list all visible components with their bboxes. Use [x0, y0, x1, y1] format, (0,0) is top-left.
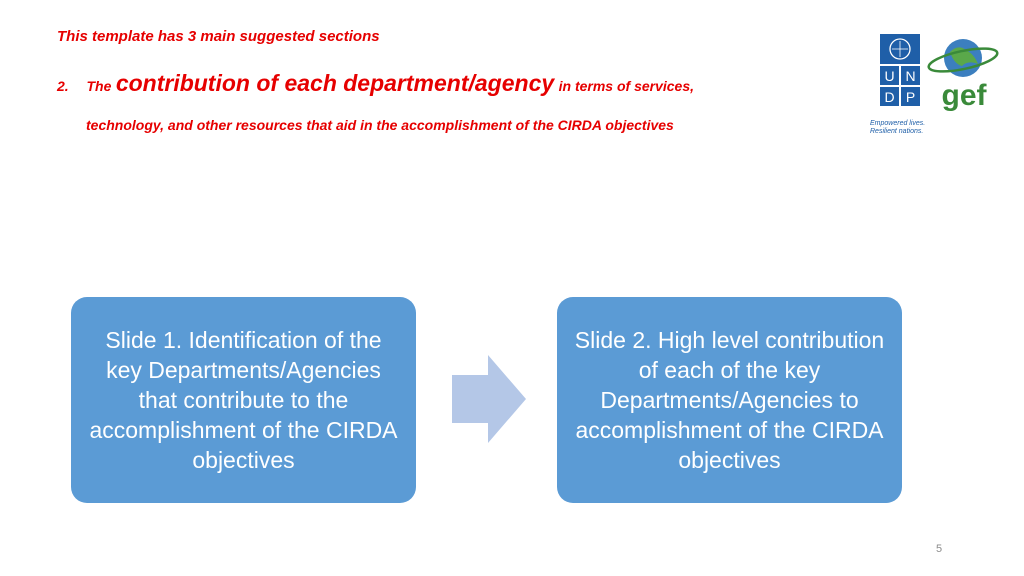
- flow-box-slide2: Slide 2. High level contribution of each…: [557, 297, 902, 503]
- flow-box-slide1: Slide 1. Identification of the key Depar…: [71, 297, 416, 503]
- gef-logo-icon: gef: [927, 39, 999, 112]
- section-suffix: in terms of services,: [558, 78, 695, 94]
- undp-tagline-line2: Resilient nations.: [870, 128, 924, 135]
- flow-box-slide2-text: Slide 2. High level contribution of each…: [574, 327, 885, 473]
- undp-letter-d: D: [884, 89, 894, 105]
- section-heading: 2. The contribution of each department/a…: [57, 70, 694, 97]
- undp-letter-p: P: [906, 89, 915, 105]
- section-heading-continued: technology, and other resources that aid…: [86, 117, 674, 133]
- section-prefix: The: [86, 78, 112, 94]
- undp-letter-u: U: [884, 68, 894, 84]
- page-number: 5: [936, 543, 943, 555]
- undp-tagline: Empowered lives. Resilient nations.: [870, 120, 930, 136]
- section-number: 2.: [57, 78, 69, 94]
- undp-letter-n: N: [905, 68, 915, 84]
- logo-group: U N D P gef Empowered lives. Resilient n…: [870, 30, 1005, 142]
- right-arrow-icon: [452, 355, 526, 443]
- gef-wordmark: gef: [942, 79, 988, 112]
- flow-box-slide1-text: Slide 1. Identification of the key Depar…: [89, 327, 398, 473]
- undp-logo-icon: U N D P gef: [880, 34, 999, 112]
- section-emphasis: contribution of each department/agency: [115, 70, 555, 96]
- undp-tagline-line1: Empowered lives.: [870, 120, 926, 127]
- template-note: This template has 3 main suggested secti…: [57, 28, 380, 45]
